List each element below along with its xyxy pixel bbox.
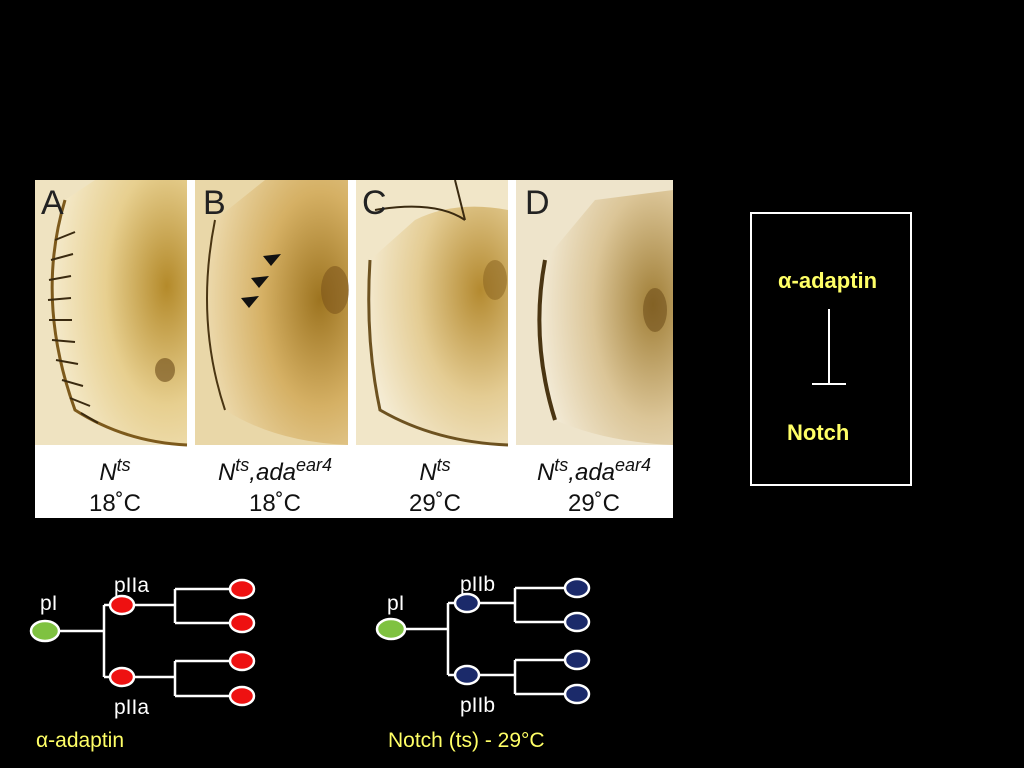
left-caption: α-adaptin — [36, 729, 125, 752]
panel-caption-c: Nts 29˚C — [408, 455, 462, 517]
cell-daughter — [563, 611, 591, 633]
cell-piia-lower — [108, 666, 136, 688]
right-root-label: pI — [387, 592, 405, 615]
panel-caption-d: Nts,adaear4 29˚C — [536, 455, 652, 517]
cell-daughter — [563, 577, 591, 599]
cell-piib-lower — [453, 664, 481, 686]
cell-daughter — [228, 578, 256, 600]
left-root-label: pI — [40, 592, 58, 615]
cell-piia-upper — [108, 594, 136, 616]
panel-letter-b: B — [203, 184, 226, 222]
inhibition-arrow — [812, 309, 846, 385]
right-upper-label: pIIb — [460, 573, 496, 596]
model-bottom-label: Notch — [787, 420, 850, 445]
cell-pi-left — [29, 619, 61, 643]
cell-daughter — [228, 685, 256, 707]
panel-caption-a: Nts 18˚C — [88, 455, 142, 517]
right-lower-label: pIIb — [460, 694, 496, 717]
left-lower-label: pIIa — [114, 696, 150, 719]
micrograph-figure: A B C D Nts 18˚C Nts,adaear4 18˚C Nts 29… — [35, 180, 673, 518]
cell-daughter — [228, 650, 256, 672]
left-upper-label: pIIa — [114, 574, 150, 597]
model-top-label: α-adaptin — [778, 268, 878, 293]
cell-daughter — [563, 649, 591, 671]
cell-daughter — [228, 612, 256, 634]
cell-pi-right — [375, 617, 407, 641]
panel-letter-a: A — [41, 184, 64, 222]
model-box: α-adaptin Notch — [750, 212, 912, 486]
right-caption: Notch (ts) - 29°C — [388, 729, 545, 752]
panel-caption-b: Nts,adaear4 18˚C — [217, 455, 333, 517]
micrograph-art — [35, 180, 673, 447]
panel-letter-c: C — [362, 184, 387, 222]
panel-letter-d: D — [525, 184, 550, 222]
cell-daughter — [563, 683, 591, 705]
